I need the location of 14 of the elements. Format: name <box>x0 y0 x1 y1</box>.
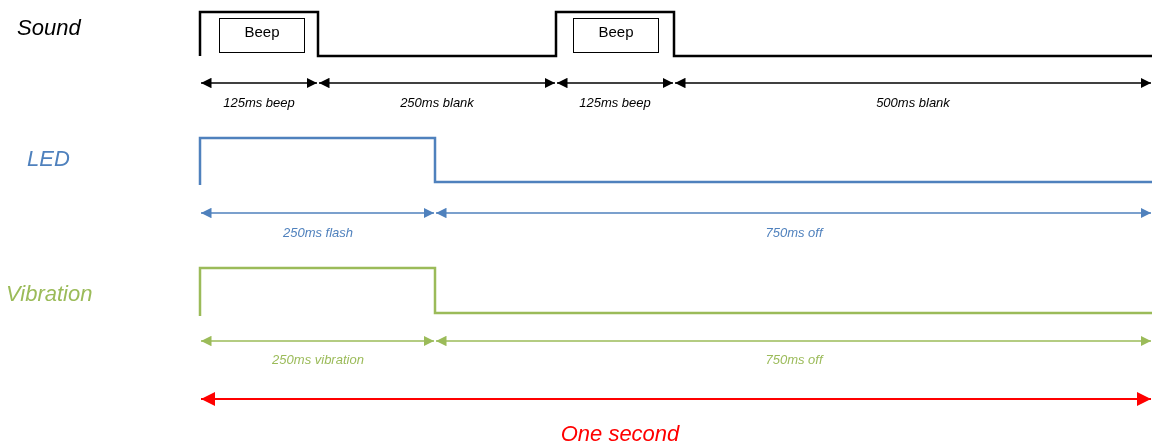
duration-label: 250ms flash <box>282 226 354 239</box>
row-label: Vibration <box>6 283 93 305</box>
duration-label: 500ms blank <box>876 96 950 109</box>
signal-box: Beep <box>573 18 659 53</box>
row-label: Sound <box>17 17 81 39</box>
signal-box: Beep <box>219 18 305 53</box>
duration-label: 125ms beep <box>579 96 651 109</box>
duration-label: 250ms blank <box>400 96 474 109</box>
duration-label: 750ms off <box>765 226 823 239</box>
duration-label: 250ms vibration <box>272 353 364 366</box>
duration-label: One second <box>560 423 680 445</box>
duration-label: 750ms off <box>765 353 823 366</box>
row-label: LED <box>27 148 70 170</box>
duration-label: 125ms beep <box>223 96 295 109</box>
